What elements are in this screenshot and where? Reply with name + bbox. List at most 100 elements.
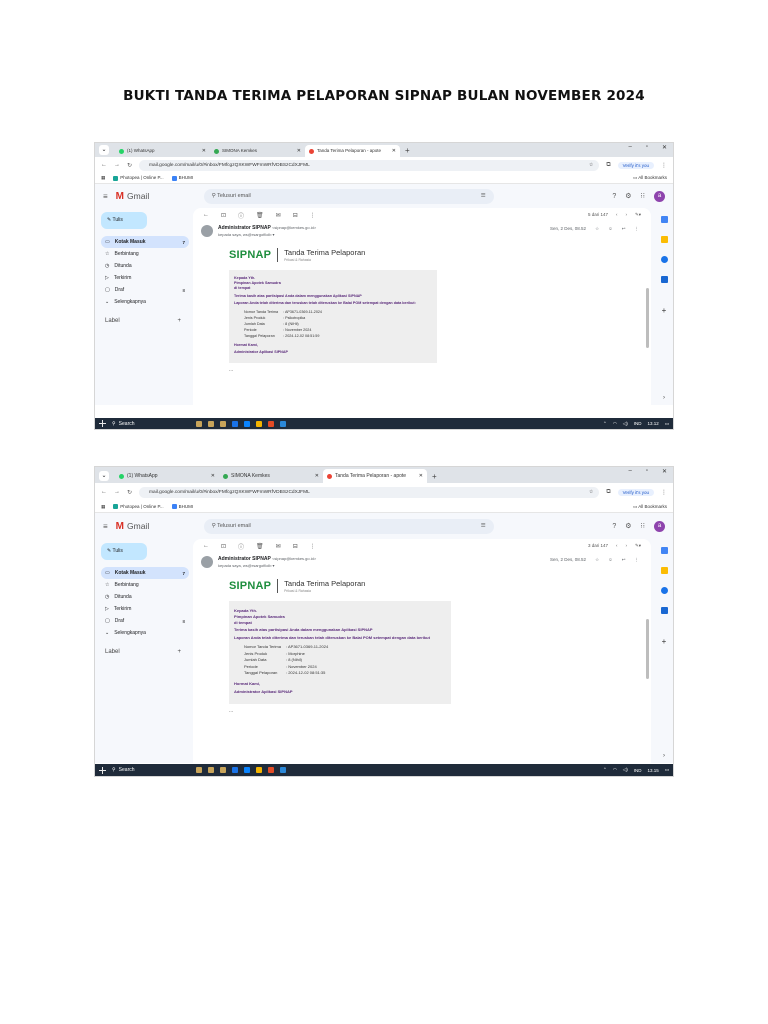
gear-icon[interactable]: ⚙: [625, 193, 632, 200]
restore-icon[interactable]: ▫: [645, 144, 648, 150]
verify-button[interactable]: Verify it's you: [617, 488, 654, 496]
close-tab-icon[interactable]: ✕: [391, 148, 396, 154]
emoji-icon[interactable]: ☺: [608, 226, 613, 231]
move-icon[interactable]: ⊟: [292, 543, 298, 550]
tasks-icon[interactable]: [660, 587, 668, 594]
network-icon[interactable]: ◠: [612, 420, 617, 426]
tab-search-icon[interactable]: ⌄: [99, 145, 109, 155]
bookmark-photopea[interactable]: Photopea | Online P...: [113, 175, 164, 181]
mail-search-input[interactable]: ⚲ Telusuri email ☰: [203, 188, 494, 204]
apps-grid-icon[interactable]: ▦: [101, 175, 106, 180]
more-icon[interactable]: ⋮: [309, 543, 316, 550]
add-addon-icon[interactable]: +: [661, 637, 667, 646]
verify-button[interactable]: Verify it's you: [617, 161, 654, 169]
prev-icon[interactable]: ‹: [615, 543, 618, 548]
compose-button[interactable]: ✎ Tulis: [101, 543, 147, 560]
bookmark-bhumi[interactable]: BHUMI: [171, 175, 193, 181]
apps-icon[interactable]: ⁝⁝: [640, 523, 645, 530]
apps-grid-icon[interactable]: ▦: [101, 503, 106, 509]
sidebar-item-clock[interactable]: ◷Ditunda: [101, 591, 189, 603]
chrome-icon[interactable]: [232, 767, 238, 773]
store-icon[interactable]: [268, 420, 274, 427]
windows-start-icon[interactable]: [99, 766, 106, 774]
back-icon[interactable]: ←: [101, 489, 107, 495]
new-tab-button[interactable]: +: [432, 472, 437, 481]
taskbar-search[interactable]: ⚲Search: [112, 767, 135, 773]
help-icon[interactable]: ?: [612, 192, 617, 200]
compose-button[interactable]: ✎ Tulis: [101, 212, 147, 229]
outlook-icon[interactable]: [280, 420, 286, 427]
gear-icon[interactable]: ⚙: [625, 523, 632, 530]
recipient-line[interactable]: kepada saya, ws@rsargofilolb ▾: [218, 563, 275, 568]
sidebar-item-send[interactable]: ▷Terkirim: [101, 272, 189, 284]
move-icon[interactable]: ⊟: [292, 212, 298, 219]
search-options-icon[interactable]: ☰: [480, 522, 486, 529]
forward-icon[interactable]: →: [114, 489, 120, 495]
keep-icon[interactable]: [660, 236, 668, 243]
reply-icon[interactable]: ↩: [621, 557, 626, 562]
tasks-icon[interactable]: [660, 256, 668, 263]
browser-tab-whatsapp[interactable]: (1) WhatsApp ✕: [115, 145, 210, 157]
input-tools-icon[interactable]: ✎▾: [634, 543, 641, 548]
extensions-icon[interactable]: ⧉: [606, 488, 611, 495]
back-to-inbox-icon[interactable]: ←: [203, 543, 209, 549]
close-tab-icon[interactable]: ✕: [210, 473, 215, 479]
widgets-icon[interactable]: [208, 767, 214, 773]
browser-tab-gmail[interactable]: Tanda Terima Pelaporan - apote ✕: [305, 145, 400, 157]
minimize-icon[interactable]: –: [628, 144, 632, 150]
address-bar[interactable]: mail.google.com/mail/u/0/#inbox/FMfcgzQX…: [139, 486, 600, 498]
file-explorer-icon[interactable]: [256, 767, 262, 773]
more-icon[interactable]: ⋮: [634, 557, 640, 562]
taskbar-search[interactable]: ⚲Search: [112, 420, 135, 427]
calendar-icon[interactable]: [660, 216, 668, 223]
main-menu-icon[interactable]: ≡: [103, 521, 108, 531]
mark-unread-icon[interactable]: ✉: [275, 543, 281, 550]
edge-icon[interactable]: [244, 420, 250, 427]
widgets-icon[interactable]: [220, 420, 226, 427]
restore-icon[interactable]: ▫: [645, 468, 648, 474]
browser-menu-icon[interactable]: ⋮: [661, 489, 667, 496]
avatar[interactable]: a: [654, 520, 665, 532]
all-bookmarks[interactable]: ▭ All Bookmarks: [632, 503, 667, 509]
contacts-icon[interactable]: [660, 276, 668, 283]
gmail-logo[interactable]: M Gmail: [115, 190, 150, 202]
notifications-icon[interactable]: ▭: [664, 420, 669, 426]
main-menu-icon[interactable]: ≡: [103, 191, 108, 201]
bookmark-star-icon[interactable]: ☆: [589, 489, 594, 495]
close-tab-icon[interactable]: ✕: [201, 148, 206, 154]
calendar-icon[interactable]: [660, 547, 668, 554]
star-message-icon[interactable]: ☆: [595, 557, 600, 562]
scrollbar[interactable]: [646, 619, 649, 679]
help-icon[interactable]: ?: [612, 522, 617, 530]
scrollbar[interactable]: [646, 288, 649, 348]
chevron-up-icon[interactable]: ⌃: [603, 420, 607, 426]
sidebar-item-star[interactable]: ☆Berbintang: [101, 579, 189, 591]
extensions-icon[interactable]: ⧉: [606, 161, 611, 168]
windows-start-icon[interactable]: [99, 420, 106, 427]
close-tab-icon[interactable]: ✕: [418, 473, 423, 479]
bookmark-bhumi[interactable]: BHUMI: [171, 504, 193, 510]
tab-search-icon[interactable]: ⌄: [99, 471, 109, 481]
add-label-icon[interactable]: +: [177, 318, 181, 324]
more-icon[interactable]: ⋮: [309, 212, 316, 219]
browser-menu-icon[interactable]: ⋮: [661, 162, 667, 169]
chevron-right-icon[interactable]: ›: [663, 753, 665, 759]
chrome-icon[interactable]: [232, 420, 238, 427]
report-icon[interactable]: ⓘ: [238, 213, 245, 220]
archive-icon[interactable]: ⊡: [221, 543, 227, 550]
apps-icon[interactable]: ⁝⁝: [640, 193, 645, 200]
minimize-icon[interactable]: –: [628, 468, 632, 474]
report-icon[interactable]: ⓘ: [238, 544, 245, 551]
reload-icon[interactable]: ↻: [127, 162, 133, 169]
sidebar-item-clock[interactable]: ◷Ditunda: [101, 260, 189, 272]
address-bar[interactable]: mail.google.com/mail/u/0/#inbox/FMfcgzQX…: [139, 159, 600, 171]
back-to-inbox-icon[interactable]: ←: [203, 212, 209, 218]
bookmark-photopea[interactable]: Photopea | Online P...: [113, 504, 164, 510]
all-bookmarks[interactable]: ▭ All Bookmarks: [632, 175, 667, 180]
browser-tab-simona[interactable]: SIMONA Kemkes ✕: [219, 469, 323, 483]
archive-icon[interactable]: ⊡: [221, 212, 227, 219]
back-icon[interactable]: ←: [101, 162, 107, 168]
browser-tab-simona[interactable]: SIMONA Kemkes ✕: [210, 145, 305, 157]
